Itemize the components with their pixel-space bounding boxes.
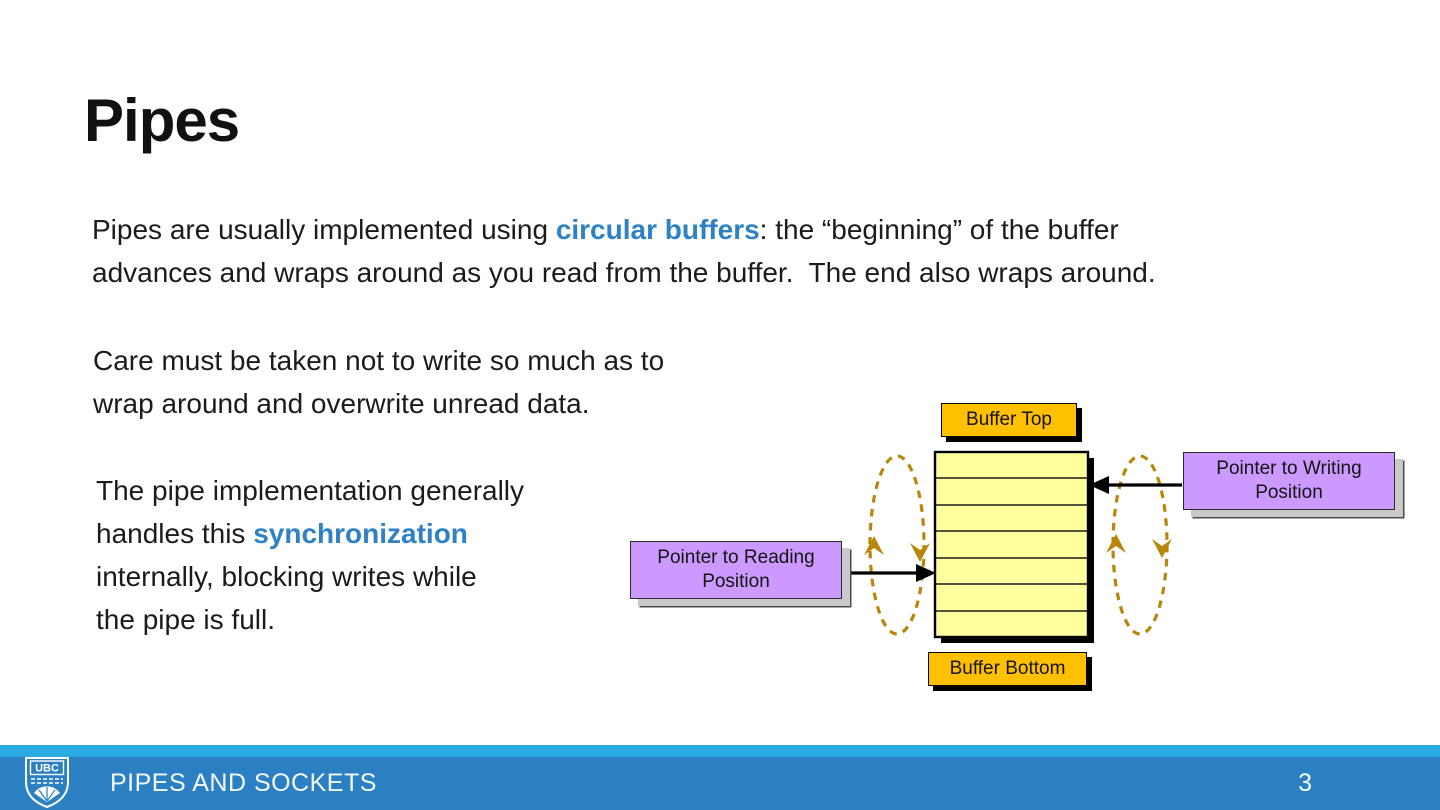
- ubc-logo-icon: UBC: [25, 757, 69, 808]
- footer-bar: [0, 757, 1440, 810]
- writing-pointer-arrow: [1089, 476, 1182, 494]
- buffer-top-label: Buffer Top: [941, 403, 1077, 437]
- paragraph-intro-line1: Pipes are usually implemented using circ…: [92, 208, 1156, 251]
- arrowhead-right-icon: [916, 564, 936, 582]
- synchronization-highlight: synchronization: [253, 518, 468, 549]
- paragraph-care: Care must be taken not to write so much …: [93, 339, 664, 425]
- paragraph-sync: The pipe implementation generally handle…: [96, 469, 524, 641]
- footer-accent-strip: [0, 745, 1440, 757]
- read-wrap-cycle-ellipse: [868, 454, 926, 636]
- buffer-bottom-label: Buffer Bottom: [928, 652, 1087, 686]
- buffer-row-lines: [936, 477, 1087, 612]
- buffer-rect: [933, 450, 1090, 639]
- circular-buffers-highlight: circular buffers: [555, 214, 760, 245]
- write-wrap-cycle-ellipse: [1111, 454, 1169, 636]
- cycle-direction-arrowheads: [864, 534, 1172, 562]
- paragraph-sync-line1: The pipe implementation generally: [96, 475, 525, 506]
- up-chevron-icon: [1106, 534, 1126, 553]
- intro-text-after: : the “beginning” of the buffer: [759, 214, 1119, 245]
- paragraph-care-line1: Care must be taken not to write so much …: [93, 345, 665, 376]
- down-chevron-icon: [1152, 539, 1172, 558]
- down-chevron-icon: [910, 543, 930, 562]
- writing-pointer-label: Pointer to Writing Position: [1183, 452, 1395, 510]
- intro-text-before: Pipes are usually implemented using: [92, 214, 556, 245]
- page-number: 3: [1298, 769, 1312, 797]
- paragraph-sync-line2: handles this synchronization: [96, 512, 524, 555]
- footer-section-title: PIPES AND SOCKETS: [110, 769, 377, 797]
- paragraph-intro-line2: advances and wraps around as you read fr…: [92, 257, 1156, 288]
- arrowhead-left-icon: [1089, 476, 1109, 494]
- paragraph-sync-line4: the pipe is full.: [96, 604, 275, 635]
- buffer-shadow: [941, 458, 1094, 643]
- up-chevron-icon: [864, 536, 884, 555]
- paragraph-intro: Pipes are usually implemented using circ…: [92, 208, 1156, 294]
- paragraph-sync-line3: internally, blocking writes while: [96, 561, 477, 592]
- reading-pointer-arrow: [843, 564, 936, 582]
- reading-pointer-label: Pointer to Reading Position: [630, 541, 842, 599]
- sync-text-before: handles this: [96, 518, 254, 549]
- paragraph-care-line2: wrap around and overwrite unread data.: [93, 388, 590, 419]
- ubc-logo-text: UBC: [35, 763, 59, 775]
- page-title: Pipes: [84, 87, 240, 154]
